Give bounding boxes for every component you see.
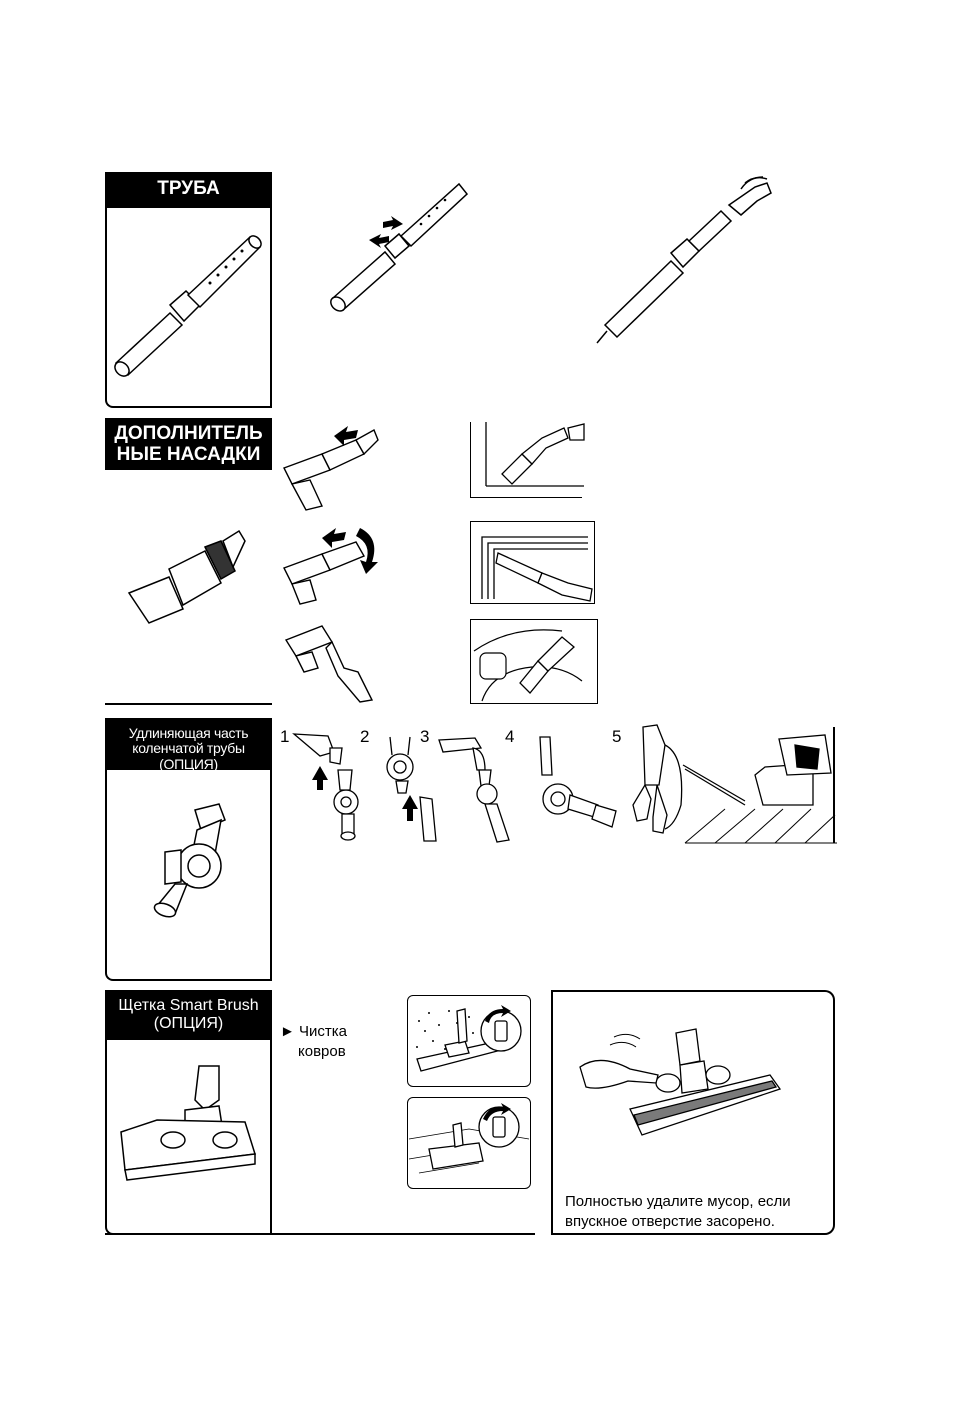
accessory-attach-illustration xyxy=(282,418,382,513)
carpet-bullet-line2: ковров xyxy=(298,1042,346,1062)
pipe-release-illustration xyxy=(595,175,780,345)
crevice-tool-image xyxy=(125,525,250,630)
extension-divider xyxy=(270,718,272,981)
triangle-right-icon: ► xyxy=(280,1023,295,1040)
carpet-bullet-line1: Чистка xyxy=(299,1023,347,1040)
step-1-illustration xyxy=(290,730,370,845)
brush-title-line2: (ОПЦИЯ) xyxy=(105,1015,272,1033)
pipe-divider xyxy=(270,172,272,408)
brush-bottom-rule xyxy=(105,1233,535,1235)
scene-car-cleaning xyxy=(472,621,596,702)
step-3-illustration xyxy=(435,730,510,845)
extension-title-line2: коленчатой трубы (ОПЦИЯ) xyxy=(105,741,272,772)
pipe-title-tab: ТРУБА xyxy=(105,172,272,208)
pipe-product-image xyxy=(110,225,270,385)
elbow-extension-image xyxy=(135,800,245,930)
brush-caption-line2: впускное отверстие засорено. xyxy=(565,1212,775,1232)
smart-brush-image xyxy=(115,1060,265,1185)
accessories-bottom-rule xyxy=(105,703,272,705)
accessory-crevice-illustration xyxy=(282,620,382,705)
accessory-rotate-illustration xyxy=(282,520,387,610)
pipe-adjust-illustration xyxy=(325,178,475,318)
extension-title-tab: Удлиняющая часть коленчатой трубы (ОПЦИЯ… xyxy=(105,718,272,770)
step-5-right-edge xyxy=(833,727,835,843)
arrow-icon xyxy=(312,766,328,790)
brush-floor-scene xyxy=(409,1099,529,1187)
scene-corner-cleaning xyxy=(472,420,587,498)
brush-title-tab: Щетка Smart Brush (ОПЦИЯ) xyxy=(105,990,272,1040)
arrow-icon xyxy=(402,795,418,821)
accessories-title-tab: ДОПОЛНИТЕЛЬ НЫЕ НАСАДКИ xyxy=(105,418,272,470)
extension-title-line1: Удлиняющая часть xyxy=(105,726,272,741)
step-4-illustration xyxy=(520,735,620,835)
brush-divider-left xyxy=(270,990,272,1235)
arrow-icon xyxy=(322,528,346,548)
accessories-title-line1: ДОПОЛНИТЕЛЬ xyxy=(105,424,272,445)
brush-carpet-scene xyxy=(409,997,529,1085)
scene-window-cleaning xyxy=(472,523,593,602)
pipe-title: ТРУБА xyxy=(157,178,220,199)
brush-caption-line1: Полностью удалите мусор, если xyxy=(565,1192,791,1212)
accessories-title-line2: НЫЕ НАСАДКИ xyxy=(105,445,272,466)
brush-clean-inlet-illustration xyxy=(570,1025,790,1165)
step-5-illustration xyxy=(625,725,837,845)
carpet-bullet: ► Чистка xyxy=(280,1022,347,1042)
step-number-1: 1 xyxy=(280,727,289,747)
brush-title-line1: Щетка Smart Brush xyxy=(105,997,272,1015)
